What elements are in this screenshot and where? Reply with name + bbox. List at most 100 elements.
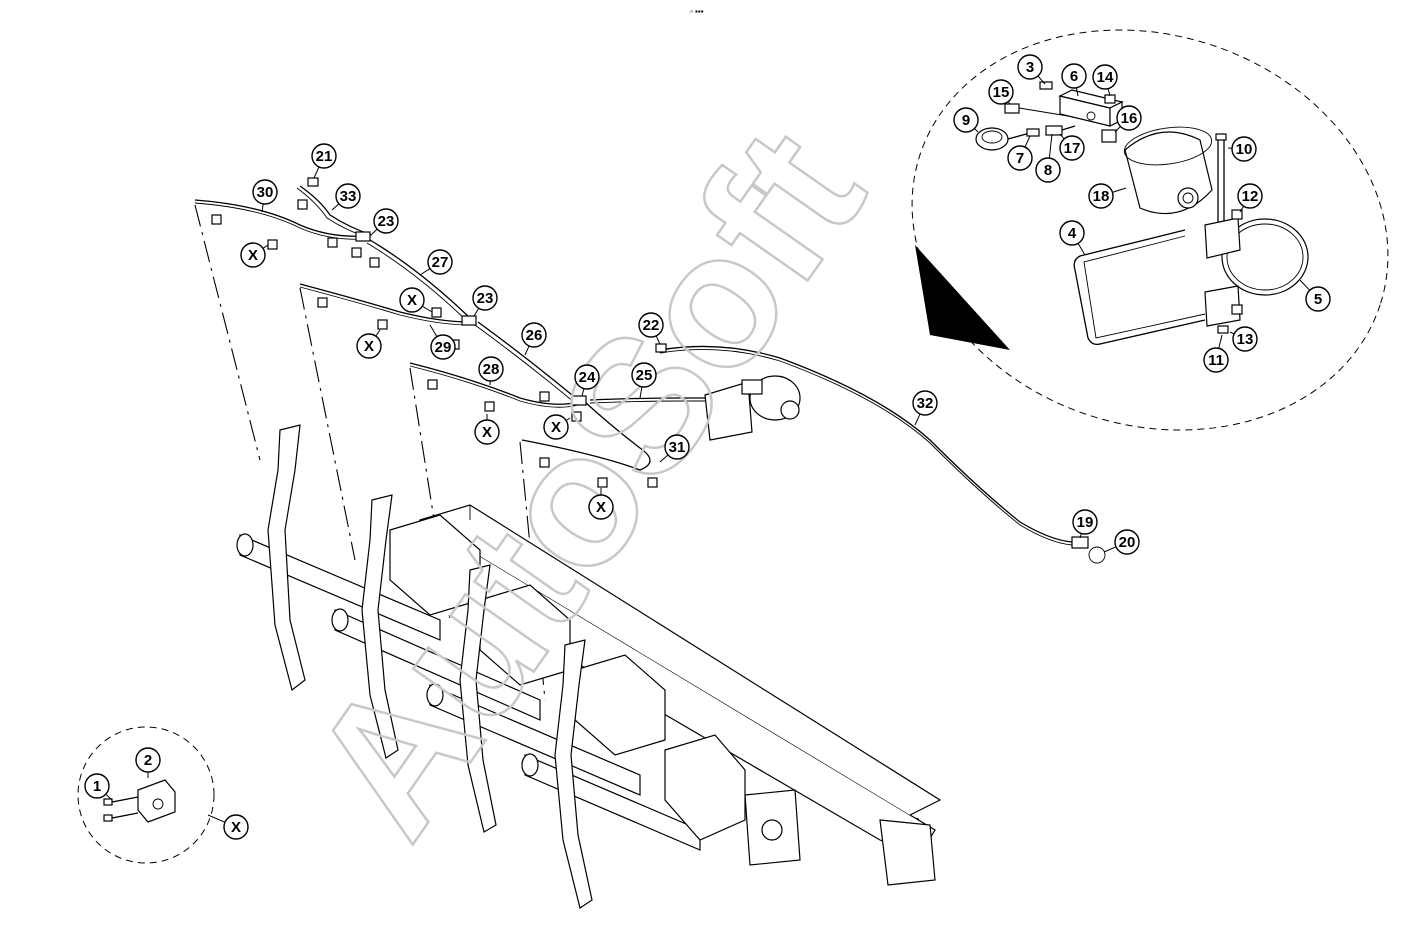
leader-line [581,388,585,397]
callout-circle [574,364,600,390]
callout-c31: 31 [659,434,690,463]
callout-circle [912,390,938,416]
callout-c26: 26 [521,322,547,356]
leader-line [1024,135,1031,148]
leader-line [1112,187,1127,193]
callout-circle [588,494,614,520]
callout-label: 20 [1119,534,1136,551]
callout-circle [664,434,690,460]
callout-label: 1 [93,778,101,795]
callout-c15: 15 [988,79,1014,105]
callout-label: 16 [1121,110,1138,127]
callout-c33: 33 [331,183,361,211]
callout-labels: 1234567891011121314151617181920212223232… [84,54,1331,840]
leader-line [1229,331,1235,335]
leader-line [565,417,571,421]
callout-label: 30 [257,184,274,201]
callout-label: 26 [526,327,543,344]
callout-c28: 28 [478,356,504,386]
callout-circle [1017,54,1043,80]
callout-circle [521,322,547,348]
callout-label: 31 [669,439,686,456]
callout-c3: 3 [1017,54,1046,85]
detail-view-clamp [77,726,215,864]
callout-label: X [596,499,606,516]
callout-label: 14 [1097,69,1114,86]
callout-c4: 4 [1059,220,1086,256]
leader-line [1079,533,1082,539]
callout-label: 25 [636,367,653,384]
leader-line [974,128,979,133]
callout-circle [953,107,979,133]
callout-c8: 8 [1035,133,1061,183]
callout-c29: 29 [429,324,456,360]
callout-c16: 16 [1114,105,1142,133]
callout-label: 19 [1077,514,1094,531]
callout-label: X [482,424,492,441]
callout-label: X [551,419,561,436]
callout-circle [1007,145,1033,171]
detail-view-accumulator [911,29,1389,431]
callout-circle [478,356,504,382]
callout-circle [631,362,657,388]
callout-label: 23 [477,290,494,307]
callout-label: 9 [962,112,970,129]
callout-c6: 6 [1061,63,1087,97]
callout-circle [311,143,337,169]
leader-line [419,268,431,276]
leader-line [1218,334,1223,349]
frame-assembly [236,424,942,909]
callout-label: 4 [1068,225,1077,242]
callout-circle [1305,286,1331,312]
callout-circle [543,414,569,440]
callout-label: 24 [579,369,596,386]
callout-label: 3 [1026,59,1034,76]
callout-circle [252,179,278,205]
leader-line [1239,205,1245,213]
hose-lines [194,177,1106,564]
callout-circle [1237,183,1263,209]
callout-c30: 30 [252,179,278,213]
callout-label: 29 [435,339,452,356]
callout-c17: 17 [1059,133,1085,161]
leader-line [1299,279,1311,291]
leader-line [422,305,433,313]
callout-circle [135,747,161,773]
mounted-accumulator [704,375,801,441]
callout-label: 27 [432,254,449,271]
top-mark: ▫ ▪▪▪ [690,7,704,16]
leader-line [1077,243,1086,256]
callout-label: 18 [1093,188,1110,205]
callout-circle [472,285,498,311]
callout-label: 21 [316,148,333,165]
callout-circle [240,242,266,268]
callout-label: 11 [1208,352,1224,369]
callout-x5: X [543,414,571,440]
callout-c13: 13 [1229,326,1258,352]
leader-line [914,413,921,426]
leader-line [473,307,480,317]
callout-circle [84,773,110,799]
callout-circle [1092,64,1118,90]
callout-circle [474,419,500,445]
callout-c18: 18 [1088,183,1127,209]
callout-circle [335,183,361,209]
callout-c25: 25 [631,362,657,399]
callout-x2: X [399,287,433,313]
callout-label: 17 [1064,140,1081,157]
leader-line [429,324,438,337]
callout-circle [1232,326,1258,352]
callout-circle [356,333,382,359]
callout-c1: 1 [84,773,113,801]
callout-c27: 27 [419,249,453,276]
callout-label: X [231,819,241,836]
leader-line [375,329,381,337]
callout-circle [1061,63,1087,89]
leader-line [655,335,661,345]
callout-circle [988,79,1014,105]
callout-c7: 7 [1007,135,1033,171]
callout-c2: 2 [135,747,161,778]
callout-circle [1059,135,1085,161]
callout-c10: 10 [1227,136,1257,162]
